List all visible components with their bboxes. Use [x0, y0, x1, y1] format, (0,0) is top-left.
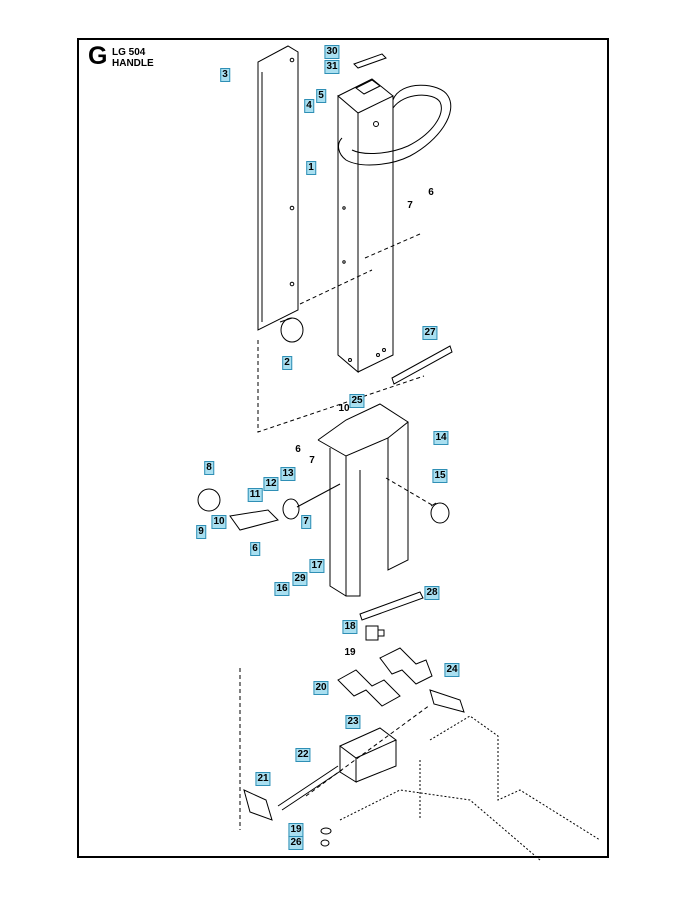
callout-19-bottom: 19	[288, 823, 304, 837]
block-part-23	[339, 727, 397, 783]
knob-part-15	[430, 502, 450, 524]
side-plate-part-3	[257, 45, 299, 331]
nut-part-19	[320, 827, 332, 835]
strip-part-28	[359, 591, 424, 621]
diagram-frame	[77, 38, 609, 858]
plate-part-24	[429, 689, 465, 713]
callout-28: 28	[424, 586, 440, 600]
callout-16: 16	[274, 582, 290, 596]
bumper-part-2	[279, 317, 304, 343]
nut-part-26	[320, 839, 330, 847]
callout-5: 5	[316, 89, 326, 103]
callout-1: 1	[306, 161, 316, 175]
assembly-guide-lines	[239, 233, 433, 830]
callout-12: 12	[263, 477, 279, 491]
lower-column-part-14	[317, 403, 409, 597]
callout-25: 25	[349, 394, 365, 408]
callout-18: 18	[342, 620, 358, 634]
callout-6-mid: 6	[295, 444, 301, 455]
callout-8: 8	[204, 461, 214, 475]
callout-27: 27	[422, 326, 438, 340]
callout-19-mid: 19	[344, 647, 356, 658]
callout-2: 2	[282, 356, 292, 370]
callout-30: 30	[324, 45, 340, 59]
plate-part-21	[243, 789, 273, 821]
callout-22: 22	[295, 748, 311, 762]
callout-3: 3	[220, 68, 230, 82]
bracket-part-20	[337, 647, 433, 707]
callout-6-low: 6	[250, 542, 260, 556]
callout-4: 4	[304, 99, 314, 113]
handle-loop	[338, 84, 452, 166]
callout-6-top: 6	[428, 187, 434, 198]
callout-23: 23	[345, 715, 361, 729]
callout-24: 24	[444, 663, 460, 677]
callout-17: 17	[309, 559, 325, 573]
shaft-part-22	[277, 765, 343, 811]
strip-part-27	[391, 345, 453, 385]
callout-7-top: 7	[407, 200, 413, 211]
main-column-part-1	[337, 78, 394, 374]
bolt-part-18	[365, 625, 385, 641]
callout-9: 9	[196, 525, 206, 539]
callout-13: 13	[280, 467, 296, 481]
callout-7-low: 7	[301, 515, 311, 529]
callout-31: 31	[324, 60, 340, 74]
callout-10-mid: 10	[338, 403, 350, 414]
cylinder-part-13	[282, 483, 341, 520]
chassis-outline	[339, 715, 601, 861]
section-letter: G	[88, 42, 108, 70]
knob-part-8	[197, 488, 221, 512]
callout-21: 21	[255, 772, 271, 786]
callout-26: 26	[288, 836, 304, 850]
callout-11: 11	[247, 488, 263, 502]
callout-20: 20	[313, 681, 329, 695]
link-part-11	[229, 509, 279, 531]
bracket-part-30	[353, 53, 387, 69]
callout-14: 14	[433, 431, 449, 445]
callout-7-mid: 7	[309, 455, 315, 466]
callout-10-left: 10	[211, 515, 227, 529]
assembly-title: HANDLE	[112, 58, 154, 69]
callout-29: 29	[292, 572, 308, 586]
callout-15: 15	[432, 469, 448, 483]
model-title: LG 504	[112, 47, 146, 58]
